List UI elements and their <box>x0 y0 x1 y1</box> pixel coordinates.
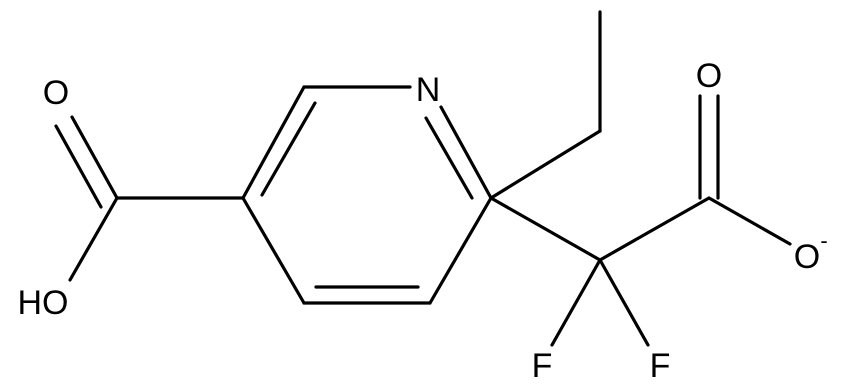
bond-carboxylate-oxygen <box>707 196 792 246</box>
bond-c1-c6 <box>428 196 493 305</box>
carboxyl-hydroxyl-label: HO <box>18 284 69 322</box>
bond-n-c1 <box>439 105 493 200</box>
bond-cf2-f2 <box>598 258 650 347</box>
bond-c3-c4-inner <box>260 101 317 197</box>
carboxylate-oxygen-label: O <box>794 238 820 276</box>
bond-cooh-carbonyl <box>70 115 119 200</box>
carboxyl-carbonyl-oxygen-label: O <box>43 74 69 112</box>
bond-cooh-carbonyl-second <box>54 124 103 209</box>
carboxylate-carbonyl-oxygen-label: O <box>696 57 722 95</box>
bond-c1-ethyl <box>489 129 602 200</box>
carboxylate-charge-label: - <box>820 228 827 253</box>
ring-nitrogen-label: N <box>416 71 441 109</box>
fluorine-label-1: F <box>532 347 553 385</box>
bond-c5-c3 <box>241 196 306 305</box>
bond-n-c1-inner <box>424 116 474 200</box>
fluorine-label-2: F <box>650 347 671 385</box>
bond-cf2-carboxylate <box>598 196 711 262</box>
bond-cf2-f1 <box>550 258 602 347</box>
bond-c3-c4 <box>241 85 306 200</box>
bond-c1-cf2 <box>489 196 602 262</box>
bond-cooh-hydroxyl <box>68 196 119 282</box>
